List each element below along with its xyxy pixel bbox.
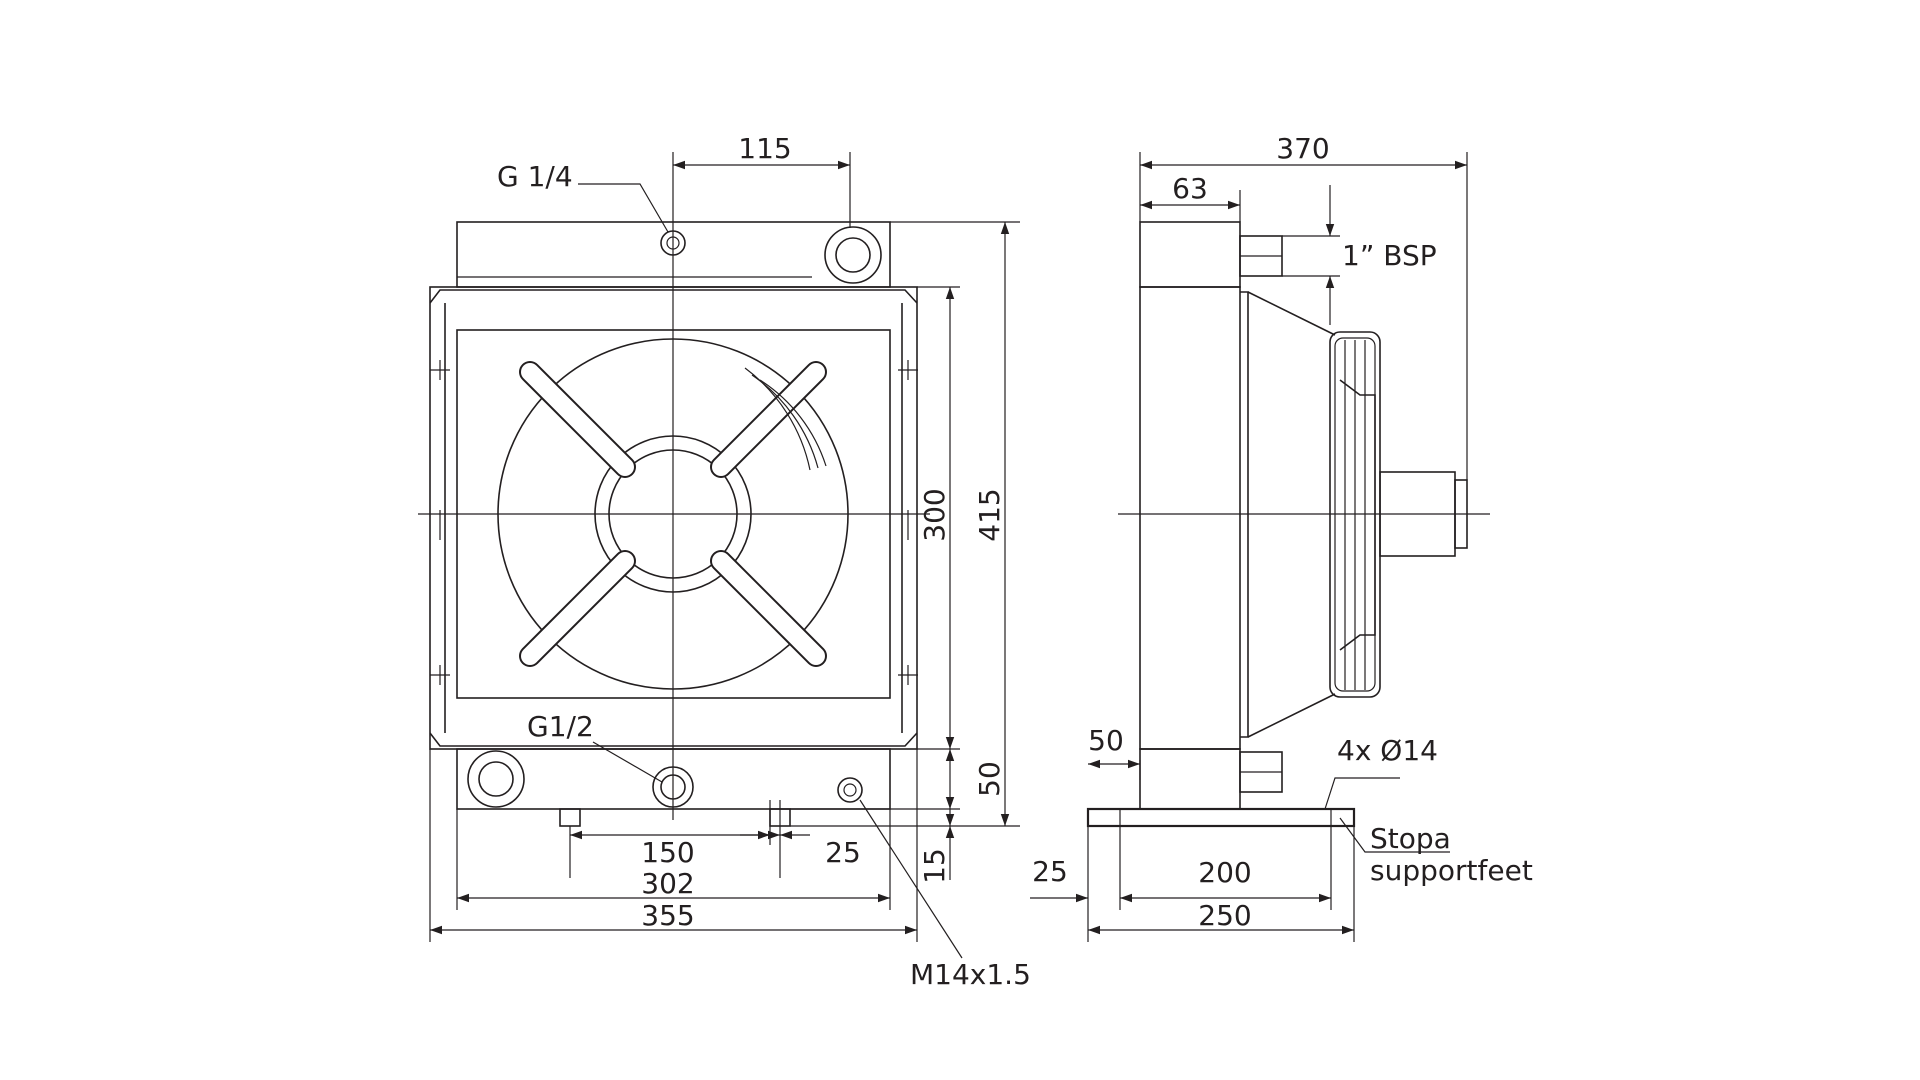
side-foot-upright	[1139, 748, 1241, 810]
mount-marks	[430, 360, 918, 685]
dim-25-side: 25	[1032, 855, 1068, 888]
fan-blade-arcs	[744, 367, 827, 471]
side-fan-guard	[1329, 331, 1381, 698]
dim-355: 355	[641, 899, 694, 932]
port-top-right	[824, 226, 882, 284]
dim-200: 200	[1198, 856, 1251, 889]
dim-50-side: 50	[1088, 724, 1124, 757]
dim-302: 302	[641, 867, 694, 900]
dim-bsp: 1” BSP	[1342, 239, 1437, 272]
callout-feet-line2: supportfeet	[1370, 854, 1533, 887]
leader-supportfeet	[1339, 817, 1450, 853]
leader-holes	[1324, 777, 1400, 810]
port-m14	[837, 777, 863, 803]
dim-63: 63	[1172, 172, 1208, 205]
leader-g-half	[592, 741, 663, 783]
leader-m14	[859, 799, 963, 959]
dim-370: 370	[1276, 132, 1329, 165]
side-tank-top	[1139, 221, 1241, 288]
callout-holes: 4x Ø14	[1337, 734, 1438, 767]
dim-415: 415	[973, 488, 1006, 541]
side-core	[1139, 286, 1241, 750]
foot-left	[559, 808, 581, 827]
dim-50-front: 50	[973, 761, 1006, 797]
dim-250: 250	[1198, 899, 1251, 932]
fan-guard	[519, 361, 827, 667]
callout-feet-line1: Stopa	[1370, 822, 1451, 855]
callout-g-quarter: G 1/4	[497, 160, 573, 193]
side-view: 370 63 1” BSP 50 25 200 250 4x Ø14 Stopa…	[1030, 132, 1533, 942]
dim-15: 15	[918, 848, 951, 884]
dim-150: 150	[641, 836, 694, 869]
side-foot-base	[1086, 807, 1356, 828]
front-view: 115 300 415 50 15 150 25 302 355 G 1/4 G…	[418, 132, 1031, 991]
leader-g-quarter	[578, 183, 669, 233]
dim-115: 115	[738, 132, 791, 165]
port-bottom-left	[467, 750, 525, 808]
callout-m14: M14x1.5	[910, 958, 1031, 991]
extension-lines	[429, 152, 1020, 942]
callout-g-half: G1/2	[527, 710, 594, 743]
dim-300: 300	[918, 488, 951, 541]
dim-25-front: 25	[825, 836, 861, 869]
